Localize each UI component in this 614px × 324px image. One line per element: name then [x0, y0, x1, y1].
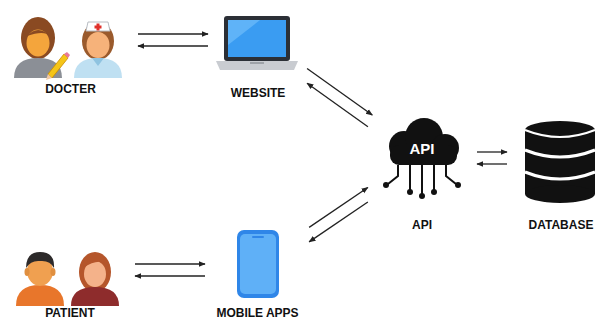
laptop-icon — [216, 16, 298, 70]
database-node: DATABASE — [512, 118, 610, 236]
flow-arrow — [307, 83, 368, 127]
node-label: WEBSITE — [231, 87, 286, 101]
flow-arrow — [309, 202, 368, 242]
api-cloud-icon — [383, 118, 461, 199]
flow-arrow — [135, 263, 205, 264]
api-node: API API — [372, 118, 472, 236]
doctor-figure — [14, 17, 70, 80]
icon-text: API — [409, 140, 434, 157]
flow-arrow — [138, 33, 208, 34]
phone-icon — [237, 230, 279, 298]
node-label: API — [412, 219, 432, 233]
node-label: PATIENT — [45, 307, 95, 321]
database-icon — [525, 121, 595, 203]
node-label: DATABASE — [529, 219, 594, 233]
nurse-figure — [74, 22, 122, 78]
node-label: MOBILE APPS — [216, 307, 298, 321]
mobile-node: MOBILE APPS — [210, 224, 305, 324]
flow-arrow — [135, 275, 205, 276]
flow-arrow — [307, 68, 372, 115]
patient-man-figure — [16, 252, 64, 306]
patient-woman-figure — [71, 252, 119, 306]
flow-arrow — [138, 45, 208, 46]
flow-arrow — [477, 151, 507, 152]
flow-arrow — [477, 163, 507, 164]
website-node: WEBSITE — [213, 10, 303, 104]
patient-node: PATIENT — [10, 250, 130, 324]
doctor-node: DOCTER — [8, 8, 133, 100]
node-label: DOCTER — [45, 83, 96, 97]
